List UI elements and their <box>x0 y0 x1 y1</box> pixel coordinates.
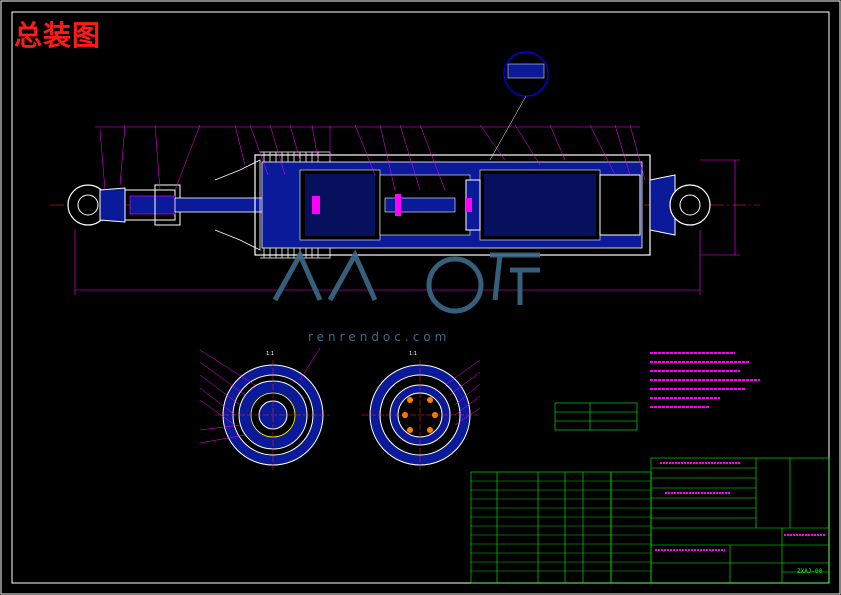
section-label-left: 1:1 <box>266 351 275 357</box>
section-view-icon <box>215 360 330 470</box>
parts-list-rows <box>471 480 651 572</box>
eye-joint-icon <box>649 174 711 236</box>
parts-list-table <box>470 471 652 584</box>
watermark-logo-icon <box>272 249 540 314</box>
title-block <box>650 457 830 584</box>
fork-joint-icon <box>67 184 181 226</box>
part-leaders <box>95 124 646 191</box>
section-leaders <box>199 347 481 444</box>
inner-frame <box>11 11 830 584</box>
watermark-text: renrendoc.com <box>308 330 451 344</box>
drawing-number: ZXAJ-00 <box>797 568 823 575</box>
cylinder-body-icon <box>254 154 651 256</box>
section-label-right: 1:1 <box>409 351 418 357</box>
title-block-text-marks <box>655 462 826 551</box>
technical-requirements <box>650 352 760 408</box>
detail-callout-icon <box>489 51 549 161</box>
parameter-table <box>554 402 638 431</box>
section-view-right-icon <box>362 360 478 470</box>
drawing-title: 总装图 <box>14 19 102 52</box>
dimension-lines <box>74 159 740 295</box>
